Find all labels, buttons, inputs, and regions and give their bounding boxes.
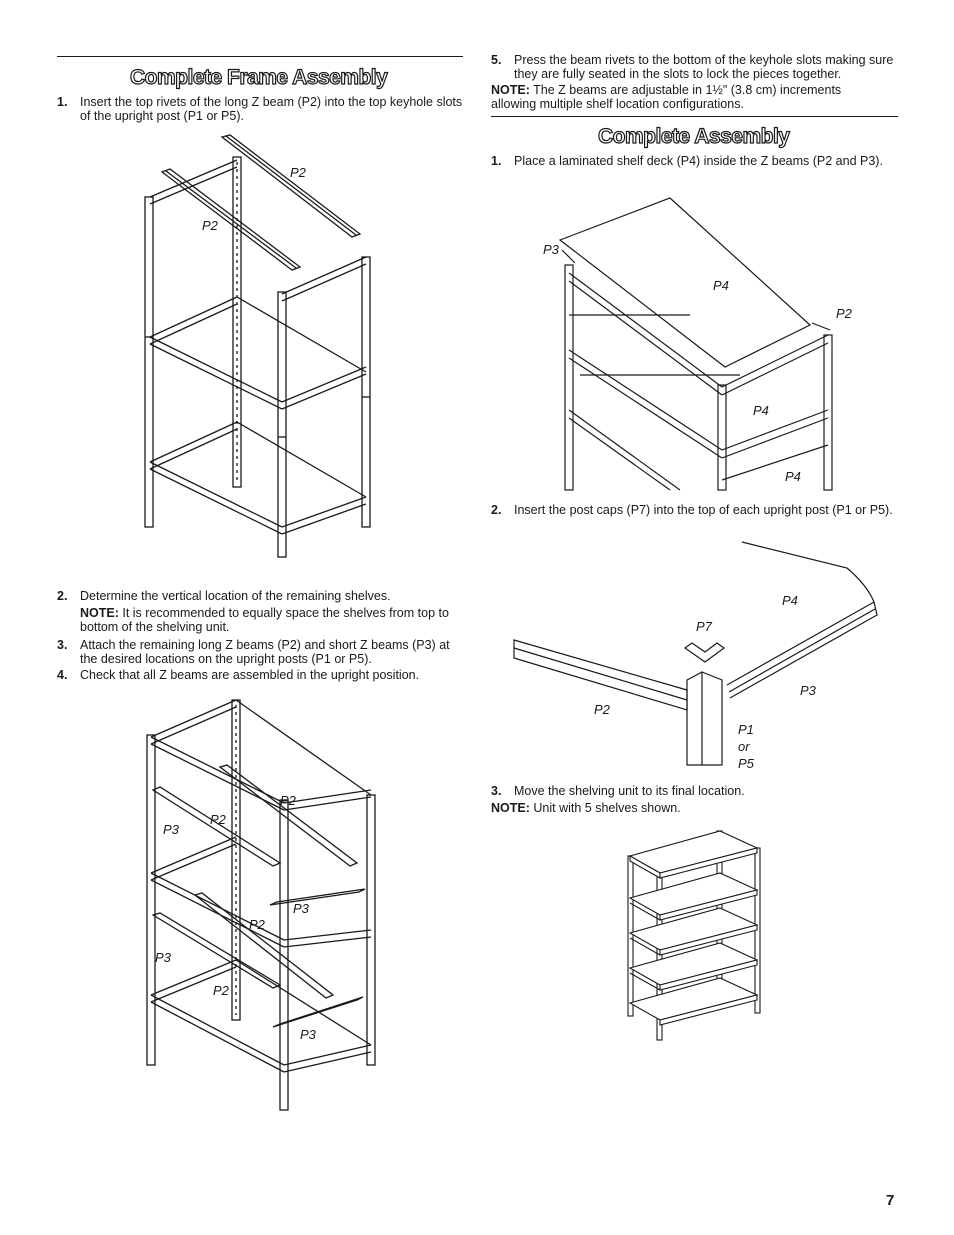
- fig4-label-p3: P3: [800, 683, 817, 698]
- fig3-label-p2: P2: [836, 306, 853, 321]
- fig2-label-p2-d: P2: [213, 983, 230, 998]
- frame-step-5: 5. Press the beam rivets to the bottom o…: [491, 53, 898, 83]
- loose-beam-1: [220, 134, 362, 238]
- fig1-label-p2-b: P2: [202, 218, 219, 233]
- loose-beam-2: [160, 168, 302, 271]
- step-number: 2.: [57, 589, 68, 603]
- step-text: Move the shelving unit to its final loca…: [514, 784, 745, 798]
- fig3-label-p3: P3: [543, 242, 560, 257]
- assembly-step-3: 3. Move the shelving unit to its final l…: [491, 784, 898, 799]
- beam-adjust-note: NOTE: The Z beams are adjustable in 1½" …: [491, 83, 881, 111]
- front-right-post: [277, 291, 287, 558]
- step-text: Insert the top rivets of the long Z beam…: [80, 95, 463, 123]
- note-text: Unit with 5 shelves shown.: [529, 801, 681, 815]
- step-number: 2.: [491, 503, 502, 517]
- fig2-label-p2-c: P2: [249, 917, 266, 932]
- note-text: The Z beams are adjustable in 1½" (3.8 c…: [491, 83, 842, 111]
- step-text: Check that all Z beams are assembled in …: [80, 668, 420, 682]
- fig3-label-p4-top: P4: [713, 278, 729, 293]
- frame-assembly-heading: Complete Frame Assembly: [129, 65, 388, 89]
- note-label: NOTE:: [491, 801, 530, 815]
- frame-figure-1: P2 P2: [144, 134, 371, 558]
- fig2-label-p3-d: P3: [300, 1027, 317, 1042]
- frame-step-3: 3. Attach the remaining long Z beams (P2…: [57, 638, 463, 668]
- back-post: [232, 156, 242, 488]
- step-text: Press the beam rivets to the bottom of t…: [514, 53, 894, 81]
- assembly-step-1: 1. Place a laminated shelf deck (P4) ins…: [491, 154, 898, 184]
- step-number: 1.: [57, 95, 68, 109]
- fig4-label-p7: P7: [696, 619, 713, 634]
- finished-unit-figure: [627, 830, 761, 1041]
- step-number: 3.: [57, 638, 68, 652]
- assembly-step-2: 2. Insert the post caps (P7) into the to…: [491, 503, 898, 533]
- fig2-label-p2-a: P2: [280, 793, 297, 808]
- step-text: Insert the post caps (P7) into the top o…: [514, 503, 893, 517]
- shelf-deck: [558, 197, 812, 368]
- frame-figure-2: P2 P3 P2 P3 P2 P3 P2 P3: [146, 699, 376, 1111]
- post-cap-figure: P4 P7 P3 P2 P1 or P5: [513, 541, 878, 771]
- step-number: 4.: [57, 668, 68, 682]
- step-text: Determine the vertical location of the r…: [80, 589, 391, 603]
- step-number: 3.: [491, 784, 502, 798]
- front-left-post: [144, 196, 154, 528]
- five-shelves-note: NOTE: Unit with 5 shelves shown.: [491, 801, 881, 815]
- step-number: 1.: [491, 154, 502, 168]
- right-back-post: [361, 256, 371, 528]
- front-right-post: [279, 799, 289, 1111]
- frame-note-spacing: NOTE: It is recommended to equally space…: [80, 606, 463, 634]
- frame-step-4: 4. Check that all Z beams are assembled …: [57, 668, 463, 683]
- fig4-label-p5: P5: [738, 756, 755, 771]
- complete-assembly-heading: Complete Assembly: [597, 124, 790, 148]
- note-text: It is recommended to equally space the s…: [80, 606, 449, 634]
- fig4-label-p4: P4: [782, 593, 798, 608]
- fig4-label-p1: P1: [738, 722, 754, 737]
- right-section-rule: [491, 116, 898, 117]
- note-label: NOTE:: [80, 606, 119, 620]
- fig4-label-p2: P2: [594, 702, 611, 717]
- fig4-label-or: or: [738, 739, 750, 754]
- step-text: Attach the remaining long Z beams (P2) a…: [80, 638, 450, 666]
- fig3-label-p4-low: P4: [785, 469, 801, 484]
- fig2-label-p3-c: P3: [155, 950, 172, 965]
- shelf-deck-figure: P3 P4 P2 P4 P4: [543, 197, 853, 491]
- step-number: 5.: [491, 53, 502, 67]
- page-number: 7: [886, 1192, 895, 1209]
- fig2-label-p3-b: P3: [293, 901, 310, 916]
- fig2-label-p2-b: P2: [210, 812, 227, 827]
- left-top-rule: [57, 56, 463, 57]
- frame-step-2: 2. Determine the vertical location of th…: [57, 589, 463, 604]
- fig3-label-p4-mid: P4: [753, 403, 769, 418]
- fig2-label-p3-a: P3: [163, 822, 180, 837]
- step-text: Place a laminated shelf deck (P4) inside…: [514, 154, 883, 168]
- fig1-label-p2-a: P2: [290, 165, 307, 180]
- front-left-post: [146, 734, 156, 1066]
- note-label: NOTE:: [491, 83, 530, 97]
- frame-step-1: 1. Insert the top rivets of the long Z b…: [57, 95, 463, 125]
